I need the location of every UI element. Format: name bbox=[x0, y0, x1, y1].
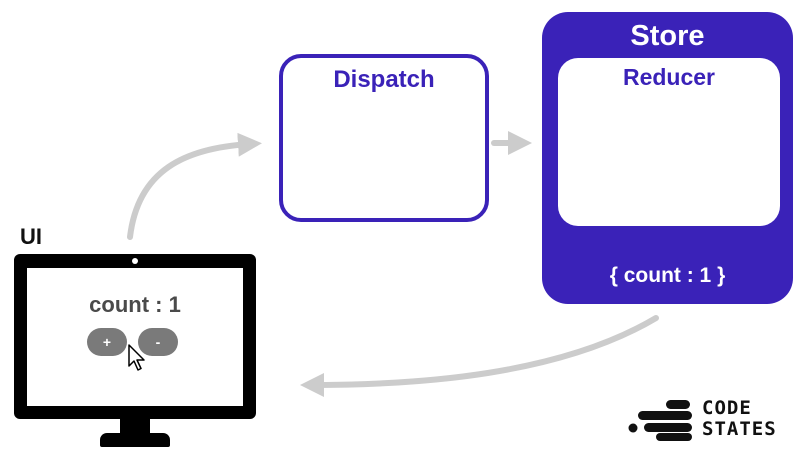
reducer-title: Reducer bbox=[622, 64, 716, 90]
monitor: count : 1 + - bbox=[14, 254, 256, 419]
logo-line-2: STATES bbox=[702, 418, 777, 440]
monitor-neck bbox=[120, 419, 150, 435]
decrement-button[interactable]: - bbox=[138, 328, 178, 356]
store-to-ui-arrow bbox=[300, 315, 659, 397]
dispatch-box: Dispatch bbox=[279, 54, 489, 222]
count-display: count : 1 bbox=[89, 292, 181, 317]
logo-mark-icon bbox=[628, 400, 692, 441]
logo-line-1: CODE bbox=[702, 397, 752, 419]
camera-dot bbox=[132, 258, 138, 264]
monitor-screen: count : 1 + - bbox=[27, 268, 243, 406]
increment-button[interactable]: + bbox=[87, 328, 127, 356]
logo-wordmark: CODE STATES bbox=[702, 398, 777, 440]
store-title: Store bbox=[630, 20, 705, 52]
dispatch-title: Dispatch bbox=[333, 66, 435, 93]
pointer-cursor-icon bbox=[128, 344, 145, 371]
store-box: Store Reducer { count : 1 } bbox=[542, 12, 793, 304]
store-state-text: { count : 1 } bbox=[609, 264, 726, 287]
ui-label: UI bbox=[20, 224, 42, 249]
codestates-logo: CODE STATES bbox=[628, 398, 788, 442]
reducer-box: Reducer bbox=[558, 58, 780, 226]
monitor-base bbox=[100, 433, 170, 447]
ui-to-dispatch-arrow bbox=[127, 132, 262, 240]
